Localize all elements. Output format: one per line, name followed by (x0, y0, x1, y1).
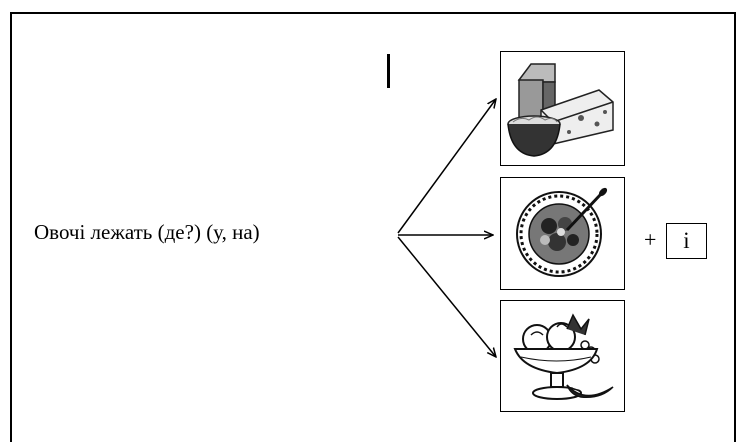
letter-box: і (666, 223, 707, 259)
plus-sign: + (644, 227, 657, 252)
fruit-bowl-icon (513, 313, 614, 400)
text-cursor-mark (387, 54, 390, 88)
picture-plate (500, 177, 625, 290)
dairy-products-icon (507, 63, 614, 157)
arrow-to-bottom (397, 236, 496, 357)
exercise-sentence: Овочі лежать (де?) (у, на) (34, 220, 260, 244)
picture-fruit-bowl (500, 300, 625, 412)
exercise-frame (10, 12, 736, 442)
arrows-group (397, 0, 739, 430)
plate-with-food-icon (516, 187, 608, 277)
picture-dairy (500, 51, 625, 166)
arrow-to-top (397, 99, 496, 234)
